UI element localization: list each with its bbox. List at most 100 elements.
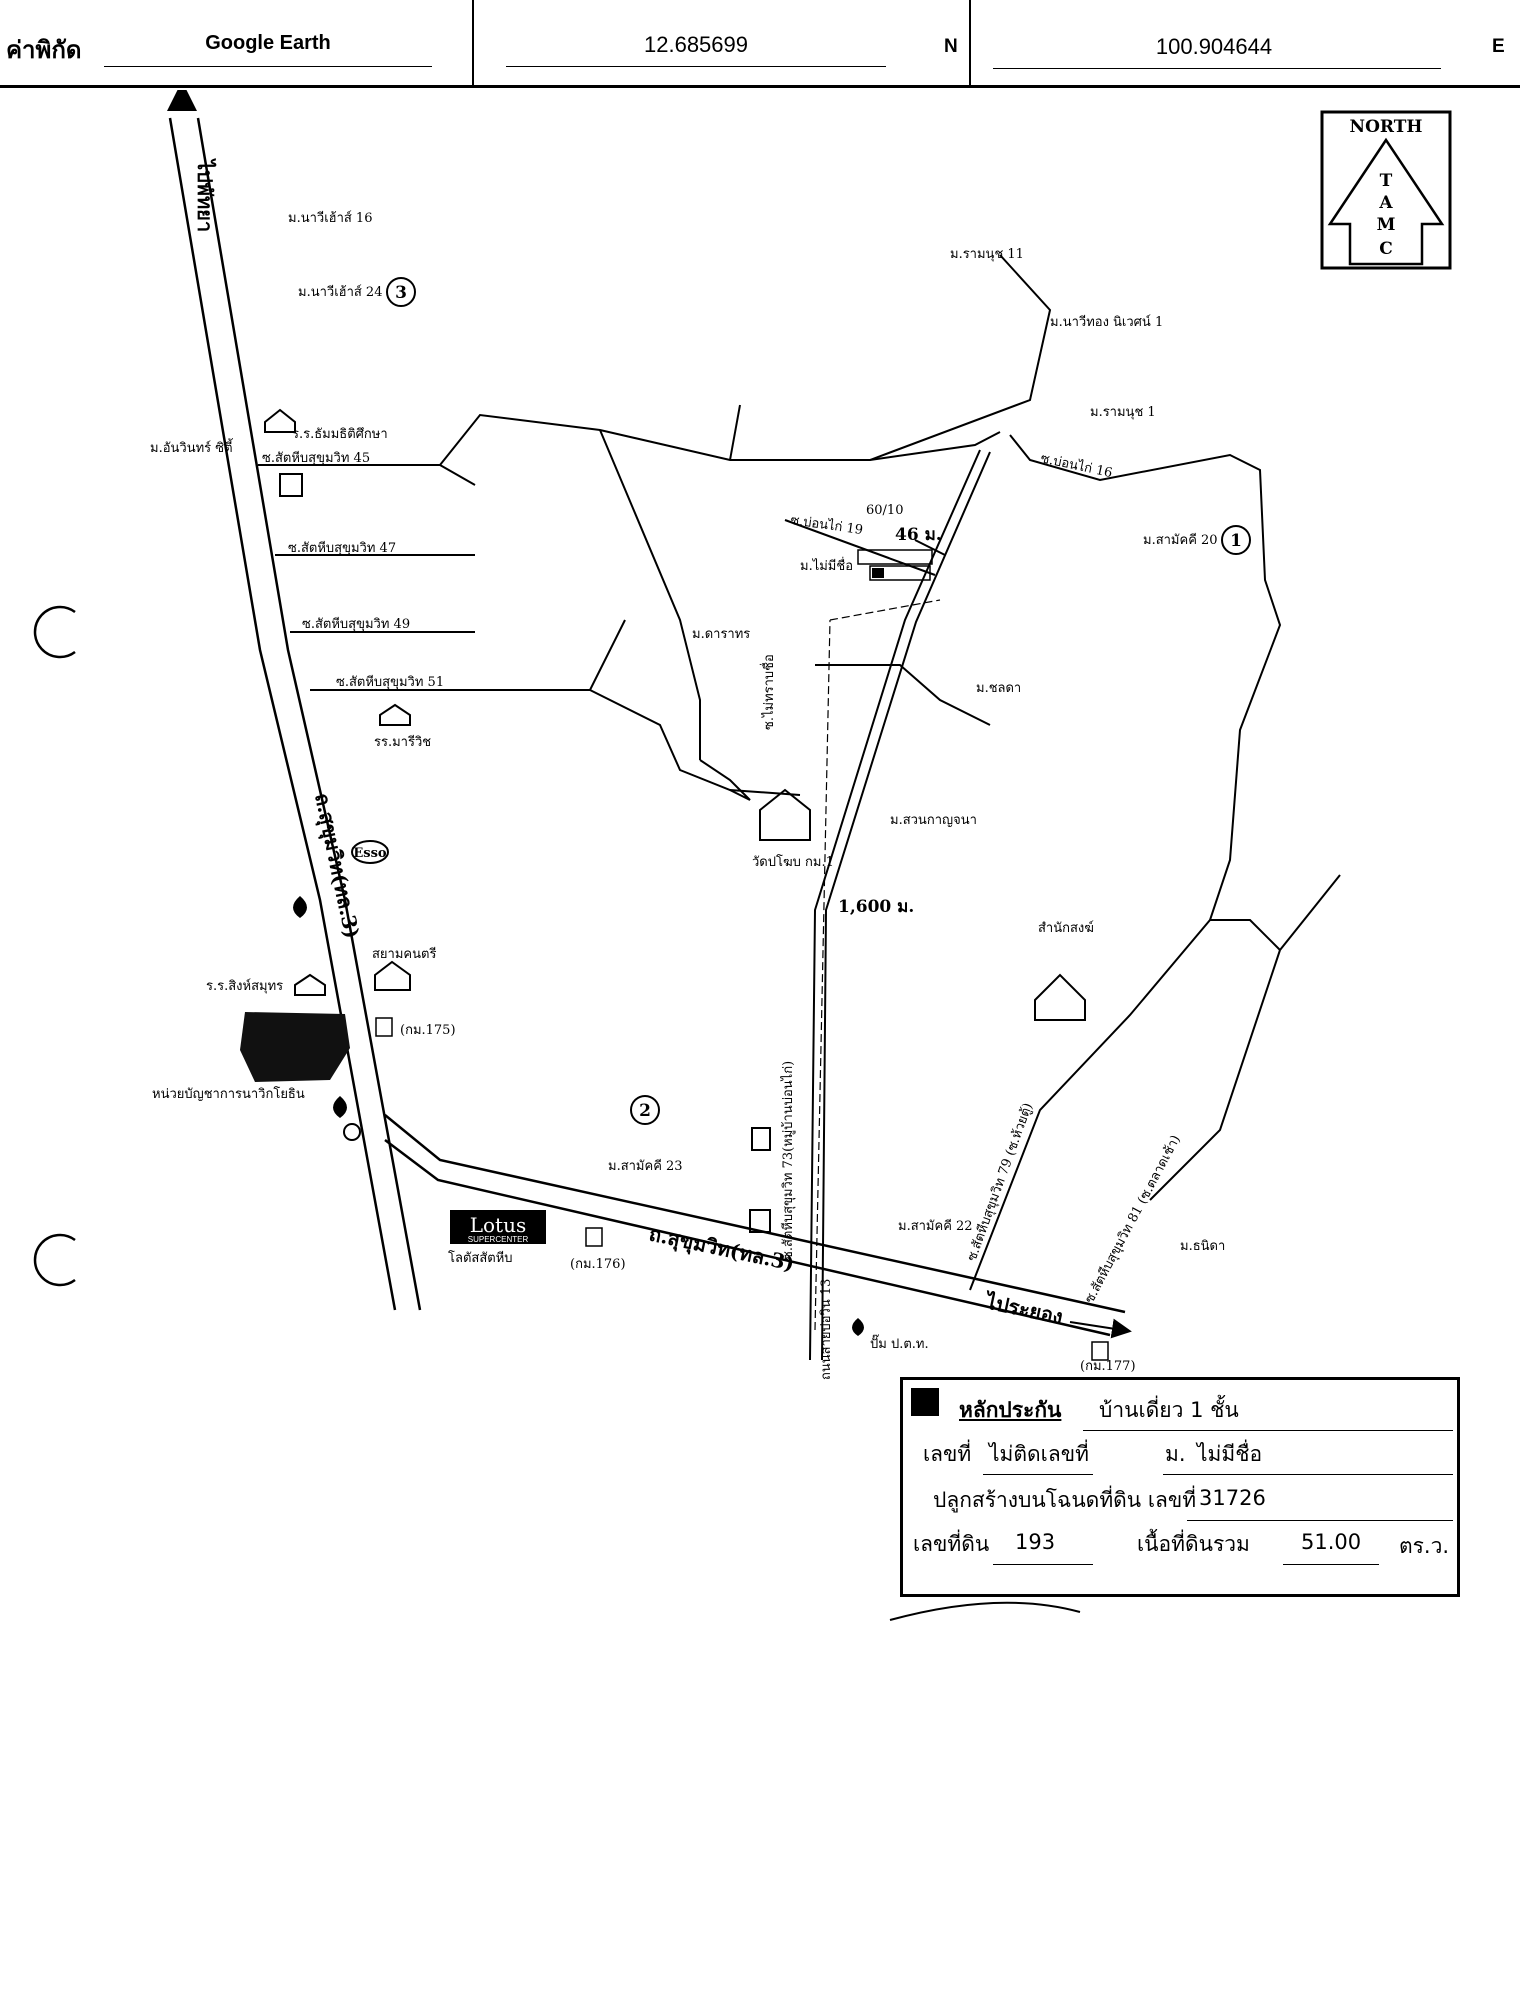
side-lanes bbox=[258, 254, 1341, 1291]
compass-letter: C bbox=[1379, 239, 1393, 259]
property-plot bbox=[857, 549, 933, 581]
latitude-value: 12.685699 bbox=[644, 32, 748, 57]
location-map: NORTH T A M C bbox=[33, 90, 1452, 1621]
marker-3: 3 bbox=[386, 277, 416, 307]
village-label: ม.ธนิดา bbox=[1180, 1239, 1225, 1254]
star-icon bbox=[343, 1123, 361, 1141]
road-arrow-icon bbox=[1069, 1318, 1132, 1339]
seven-eleven-icon bbox=[279, 473, 303, 497]
village-label: ม.สามัคคี 22 bbox=[898, 1218, 973, 1234]
village-label: ม.ไม่มีชื่อ bbox=[800, 557, 853, 574]
divider bbox=[506, 66, 886, 67]
marker-2: 2 bbox=[630, 1095, 660, 1125]
lane-label: ซ.สัตหีบสุขุมวิท 47 bbox=[288, 540, 396, 556]
village-label: ม.สามัคคี 20 bbox=[1143, 532, 1218, 548]
seven-eleven-icon bbox=[749, 1209, 771, 1233]
km-label: (กม.176) bbox=[570, 1257, 626, 1272]
deed-number: 31726 bbox=[1199, 1486, 1266, 1510]
house-no-value: ไม่ติดเลขที่ bbox=[989, 1442, 1089, 1466]
svg-text:SUPERCENTER: SUPERCENTER bbox=[468, 1235, 529, 1244]
route-dash bbox=[814, 619, 831, 1331]
north-arrow-icon bbox=[1327, 137, 1445, 266]
village-label: ม.อันวินทร์ ซิตี้ bbox=[150, 438, 234, 456]
lane-label: ซ.สัตหีบสุขุมวิท 45 bbox=[262, 450, 370, 466]
compass-letter: A bbox=[1378, 193, 1393, 213]
village-label: ม.รามนุช 1 bbox=[1090, 405, 1156, 420]
road-label: ถ.สุขุมวิท(ทล.3) bbox=[647, 1221, 797, 1276]
compass-letter: T bbox=[1380, 171, 1393, 191]
lane-label: ซ.บ่อนไก่ 16 bbox=[1039, 450, 1114, 481]
lane-label: ซ.สัตหีบสุขุมวิท 51 bbox=[336, 674, 444, 690]
place-label: ปั๊ม ป.ต.ท. bbox=[870, 1334, 929, 1352]
svg-text:3: 3 bbox=[395, 283, 407, 303]
binder-hole-icon bbox=[33, 1233, 76, 1287]
km-post-icon bbox=[375, 1017, 393, 1037]
place-labels: ร.ร.ธัมมธิติศึกษา รร.มารีวิช สยามคนตรี ร… bbox=[152, 427, 1094, 1352]
lane-label: ซ.สัตหีบสุขุมวิท 49 bbox=[302, 616, 410, 632]
collateral-title: หลักประกัน bbox=[959, 1398, 1062, 1422]
sukhumvit-road-ns bbox=[168, 117, 422, 1311]
latitude-cell: 12.685699 N bbox=[472, 0, 971, 86]
building-icon bbox=[374, 960, 411, 991]
lane-label: ซ.บ่อนไก่ 19 bbox=[789, 512, 864, 538]
village-label: ม.ชลดา bbox=[976, 681, 1021, 696]
village-labels: ม.นาวีเฮ้าส์ 16 ม.นาวีเฮ้าส์ 24 ม.อันวิน… bbox=[150, 210, 1225, 1254]
km-post-labels: (กม.175) (กม.176) (กม.177) bbox=[375, 1017, 1136, 1374]
km-post-icon bbox=[585, 1227, 603, 1247]
place-label: สยามคนตรี bbox=[372, 946, 436, 962]
lane-label: ซ.สัตหีบสุขุมวิท 73(หมู่บ้านบ่อนไก่) bbox=[780, 1061, 796, 1260]
compass-letter: M bbox=[1377, 215, 1396, 235]
village-label: ม.รามนุช 11 bbox=[950, 247, 1024, 262]
lane-label: ซ.สัตหีบสุขุมวิท 81 (ซ.ตลาดเช้า) bbox=[1081, 1132, 1183, 1306]
marker-1: 1 bbox=[1221, 525, 1251, 555]
binder-hole-icon bbox=[33, 605, 76, 659]
village-name-value: ไม่มีชื่อ bbox=[1197, 1442, 1263, 1466]
place-label: ร.ร.สิงห์สมุทร bbox=[206, 978, 283, 994]
bonkai-road bbox=[809, 449, 991, 1361]
collateral-info-box: หลักประกัน บ้านเดี่ยว 1 ชั้น เลขที่ ไม่ต… bbox=[900, 1377, 1460, 1597]
coordinate-header: ค่าพิกัด Google Earth 12.685699 N 100.90… bbox=[0, 0, 1520, 88]
village-label: ม.นาวีทอง นิเวศน์ 1 bbox=[1050, 314, 1163, 330]
fuel-icon bbox=[333, 1096, 347, 1118]
svg-text:2: 2 bbox=[639, 1101, 651, 1121]
school-icon bbox=[264, 408, 296, 433]
road-label: ไปพัทยา bbox=[193, 158, 217, 232]
village-label: ม.ดาราทร bbox=[692, 627, 750, 642]
place-label: สำนักสงฆ์ bbox=[1038, 920, 1094, 936]
school-icon bbox=[294, 973, 326, 996]
divider bbox=[993, 1564, 1093, 1565]
land-no-label: เลขที่ดิน bbox=[913, 1532, 990, 1556]
longitude-value: 100.904644 bbox=[1155, 34, 1273, 59]
house-no-label: เลขที่ bbox=[923, 1442, 972, 1466]
latitude-direction: N bbox=[944, 36, 958, 57]
svg-text:1: 1 bbox=[1230, 531, 1242, 551]
seven-eleven-icon bbox=[751, 1127, 771, 1151]
lane-distance: 46 ม. bbox=[895, 525, 942, 545]
road-distance: 1,600 ม. bbox=[838, 897, 914, 917]
esso-icon bbox=[351, 840, 389, 864]
divider bbox=[889, 1601, 1081, 1621]
svg-text:Esso: Esso bbox=[353, 846, 387, 861]
km-label: (กม.177) bbox=[1080, 1359, 1136, 1374]
area-label: เนื้อที่ดินรวม bbox=[1137, 1532, 1250, 1556]
village-name-label: ม. bbox=[1165, 1442, 1186, 1466]
svg-text:Lotus: Lotus bbox=[470, 1213, 527, 1237]
lotus-store: Lotus SUPERCENTER bbox=[450, 1210, 546, 1244]
road-label: ถนนสายบ่อวิน 13 bbox=[819, 1279, 834, 1380]
village-label: ม.สวนกาญจนา bbox=[890, 813, 977, 828]
village-label: ม.นาวีเฮ้าส์ 24 bbox=[298, 284, 382, 300]
village-label: ม.นาวีเฮ้าส์ 16 bbox=[288, 210, 372, 226]
place-label: รร.มารีวิช bbox=[374, 734, 431, 750]
school-icon bbox=[379, 703, 411, 726]
source-cell: ค่าพิกัด Google Earth bbox=[0, 0, 474, 86]
road-labels: ไปพัทยา ถ.สุขุมวิท(ทล.3) ไประยอง ถ.สุขุม… bbox=[193, 158, 1065, 1380]
divider bbox=[1163, 1474, 1453, 1475]
sukhumvit-road-ew bbox=[384, 1114, 1126, 1337]
place-label: โลตัสสัตหีบ bbox=[448, 1250, 513, 1266]
coordinate-label: ค่าพิกัด bbox=[6, 35, 82, 64]
divider bbox=[104, 66, 432, 67]
road-label: ถ.สุขุมวิท(ทล.3) bbox=[309, 791, 364, 941]
lane-labels: ซ.สัตหีบสุขุมวิท 45 ซ.สัตหีบสุขุมวิท 47 … bbox=[262, 450, 1184, 1306]
north-compass: NORTH T A M C bbox=[1320, 110, 1452, 270]
divider bbox=[1283, 1564, 1379, 1565]
